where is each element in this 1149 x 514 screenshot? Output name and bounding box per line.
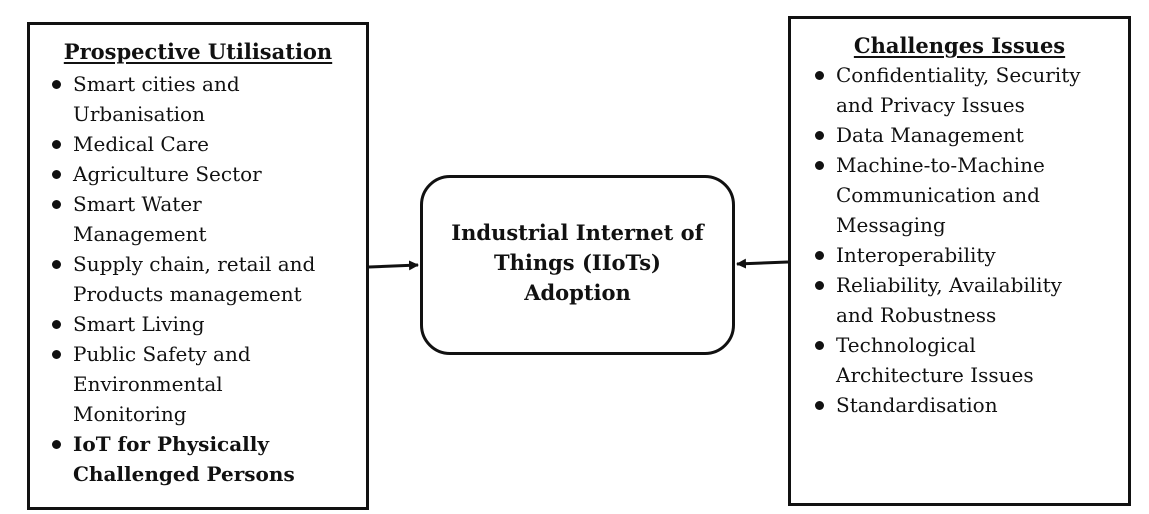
- utilisation-item-text: Supply chain, retail and: [73, 252, 316, 276]
- challenge-item-text: Data Management: [836, 123, 1024, 147]
- challenge-item-text: Interoperability: [836, 243, 996, 267]
- utilisation-item-text: Smart Living: [73, 312, 205, 336]
- challenge-item: Standardisation: [815, 390, 1130, 420]
- challenges-issues-panel: Challenges Issues Confidentiality, Secur…: [788, 16, 1131, 506]
- challenges-issues-list: Confidentiality, Security and Privacy Iss…: [815, 60, 1130, 420]
- challenge-item-text: Machine-to-Machine: [836, 153, 1045, 177]
- utilisation-item-text: Agriculture Sector: [73, 162, 262, 186]
- challenge-item-text: Confidentiality, Security: [836, 63, 1081, 87]
- challenge-item-text: Reliability, Availability: [836, 273, 1062, 297]
- prospective-utilisation-title: Prospective Utilisation: [63, 39, 333, 64]
- challenge-item: Interoperability: [815, 240, 1130, 270]
- prospective-utilisation-panel: Prospective Utilisation Smart cities and…: [27, 22, 369, 510]
- utilisation-item-text: Urbanisation: [73, 102, 205, 126]
- utilisation-item-text: Medical Care: [73, 132, 210, 156]
- arrow-right-to-center: [736, 258, 789, 269]
- utilisation-item-text: Public Safety and: [73, 342, 251, 366]
- challenge-item: Data Management: [815, 120, 1130, 150]
- challenge-item-text: and Privacy Issues: [836, 93, 1025, 117]
- challenge-item-text: Communication and: [836, 183, 1040, 207]
- utilisation-item-text: Smart Water: [73, 192, 202, 216]
- utilisation-item-text: Management: [73, 222, 207, 246]
- challenge-item-text: and Robustness: [836, 303, 997, 327]
- utilisation-item-text: Monitoring: [73, 402, 187, 426]
- utilisation-item-text: Smart cities and: [73, 72, 240, 96]
- challenge-item: Confidentiality, Security and Privacy Iss…: [815, 60, 1130, 120]
- utilisation-item-text: Products management: [73, 282, 302, 306]
- utilisation-item: Agriculture Sector: [52, 159, 363, 189]
- challenge-item-text: Standardisation: [836, 393, 998, 417]
- utilisation-item-text: IoT for Physically: [73, 432, 269, 456]
- iiot-adoption-label-line: Adoption: [524, 280, 631, 305]
- challenge-item-text: Technological: [836, 333, 976, 357]
- challenges-issues-title: Challenges Issues: [853, 33, 1066, 58]
- arrow-left-to-center: [368, 260, 419, 271]
- utilisation-item: Medical Care: [52, 129, 363, 159]
- iiot-adoption-label-line: Industrial Internet of: [451, 220, 704, 245]
- iiot-adoption-label: Industrial Internet of Things (IIoTs) Adop…: [451, 218, 703, 308]
- iiot-adoption-label-line: Things (IIoTs): [493, 250, 661, 275]
- utilisation-item: Smart Living: [52, 309, 363, 339]
- utilisation-item-text: Environmental: [73, 372, 223, 396]
- utilisation-item-text: Challenged Persons: [73, 462, 295, 486]
- challenge-item-text: Architecture Issues: [836, 363, 1034, 387]
- challenge-item-text: Messaging: [836, 213, 946, 237]
- challenge-item: Reliability, Availability and Robustness: [815, 270, 1130, 330]
- iiot-adoption-node: Industrial Internet of Things (IIoTs) Adop…: [420, 175, 735, 355]
